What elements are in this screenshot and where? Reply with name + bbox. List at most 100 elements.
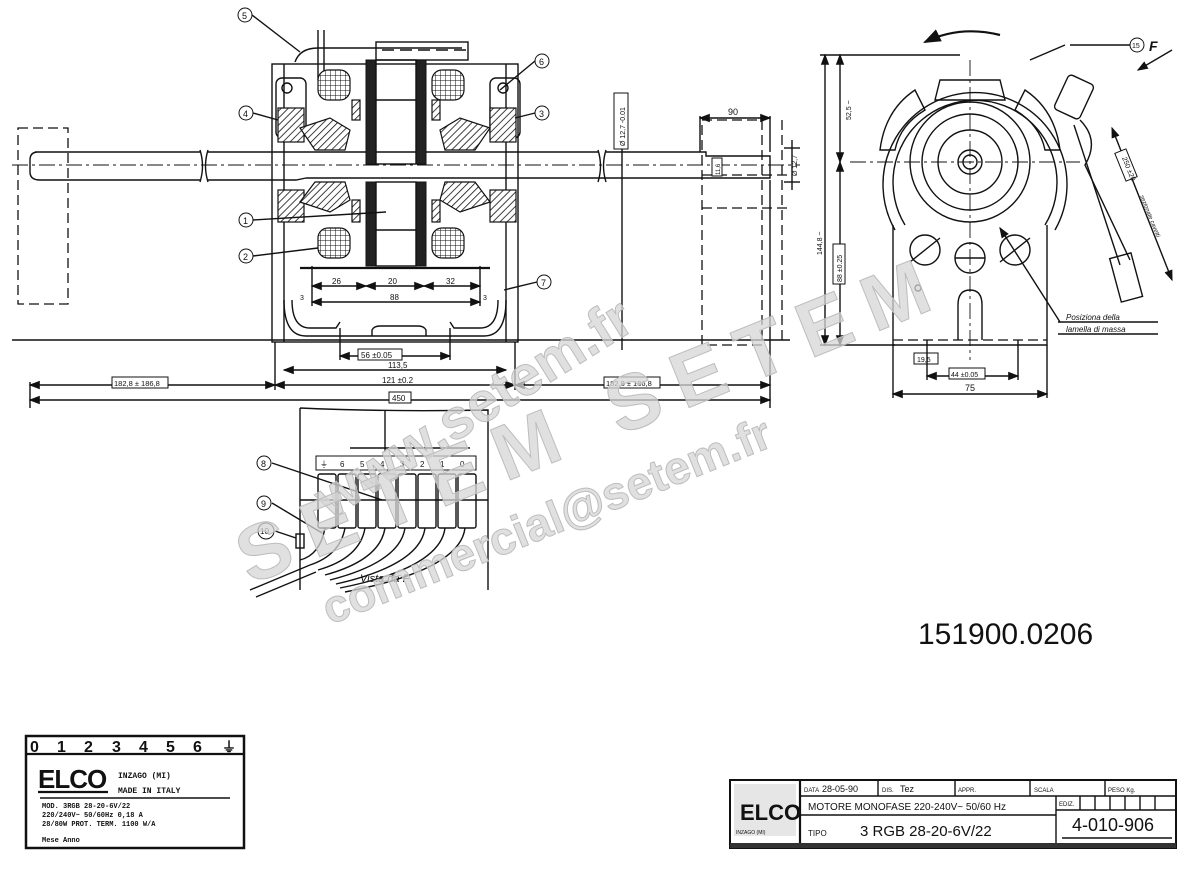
svg-text:5: 5: [166, 739, 175, 756]
svg-text:9: 9: [261, 499, 266, 509]
svg-text:5: 5: [242, 11, 247, 21]
svg-text:Ø 12,7: Ø 12,7: [792, 155, 799, 176]
svg-text:SCALA: SCALA: [1034, 788, 1054, 794]
svg-text:144,8 ~: 144,8 ~: [817, 231, 824, 255]
svg-text:26: 26: [332, 277, 341, 286]
svg-text:0: 0: [30, 739, 39, 756]
svg-text:DIS.: DIS.: [882, 788, 894, 794]
svg-text:5: 5: [360, 460, 365, 469]
svg-text:3: 3: [400, 460, 405, 469]
svg-text:0: 0: [460, 460, 465, 469]
bearing-right-bottom: [489, 189, 517, 223]
svg-text:TIPO: TIPO: [808, 829, 827, 838]
svg-text:3: 3: [483, 295, 487, 302]
svg-text:113,5: 113,5: [388, 361, 408, 370]
svg-text:28-05-90: 28-05-90: [822, 784, 858, 794]
svg-text:⏚: ⏚: [320, 460, 328, 469]
svg-text:6: 6: [340, 460, 345, 469]
terminal-block: [300, 473, 488, 529]
svg-text:2: 2: [243, 252, 248, 262]
svg-text:MOTORE MONOFASE 220-240V~ 5: MOTORE MONOFASE 220-240V~ 50/60 Hz: [808, 802, 1006, 813]
document-reference-number: 151900.0206: [918, 618, 1094, 651]
winding-bottom-left: [317, 227, 351, 259]
svg-text:4: 4: [380, 460, 385, 469]
side-view-callouts: 5 6 4 3 1 2 7: [237, 7, 552, 291]
svg-text:8: 8: [261, 459, 266, 469]
watermark: www.setem.fr SETEM SETEM commercial@sete…: [223, 235, 959, 635]
svg-text:1: 1: [440, 460, 445, 469]
winding-top-right: [431, 69, 465, 101]
svg-text:28/80W PROT. TERM. 1100 W/: 28/80W PROT. TERM. 1100 W/A: [42, 821, 156, 829]
svg-text:MADE IN ITALY: MADE IN ITALY: [118, 787, 181, 796]
svg-text:450: 450: [392, 394, 406, 403]
bearing-left-top: [277, 107, 305, 143]
svg-text:4: 4: [243, 109, 248, 119]
svg-text:3: 3: [300, 295, 304, 302]
svg-text:32: 32: [446, 277, 455, 286]
svg-text:2: 2: [84, 739, 93, 756]
svg-text:20: 20: [388, 277, 397, 286]
svg-text:3: 3: [112, 739, 121, 756]
svg-text:sezionate cavetti: sezionate cavetti: [1138, 195, 1161, 239]
svg-text:220/240V~ 50/60Hz 0,18 A: 220/240V~ 50/60Hz 0,18 A: [42, 812, 144, 820]
svg-text:52,5 ~: 52,5 ~: [846, 100, 853, 120]
svg-text:Ø 12,7 -0.01: Ø 12,7 -0.01: [620, 107, 627, 146]
svg-text:10: 10: [260, 527, 269, 536]
winding-bottom-right: [431, 227, 465, 259]
svg-text:88: 88: [390, 293, 399, 302]
svg-text:⏚: ⏚: [222, 739, 236, 755]
svg-text:15: 15: [1132, 43, 1140, 50]
terminal-number-strip: ⏚ 6 5 4 3 2 1 0: [320, 460, 465, 469]
nameplate-digit-row: 0 1 2 3 4 5 6 ⏚: [30, 739, 236, 756]
svg-text:3 RGB 28-20-6V/22: 3 RGB 28-20-6V/22: [860, 823, 992, 840]
title-block: ELCO INZAGO (MI) DATA 28-05-90 DIS. Tez …: [729, 779, 1177, 849]
svg-text:SETEM SETEM: SETEM SETEM: [223, 236, 958, 601]
svg-text:6: 6: [539, 57, 544, 67]
bearing-right-top: [489, 107, 517, 143]
left-fan-outline: [17, 127, 69, 305]
svg-text:88 ±0.25: 88 ±0.25: [837, 255, 844, 282]
svg-text:182,8 ± 186,8: 182,8 ± 186,8: [114, 379, 160, 388]
svg-text:6: 6: [193, 739, 202, 756]
svg-text:56 ±0.05: 56 ±0.05: [361, 351, 393, 360]
elco-title-logo: ELCO: [740, 800, 801, 825]
svg-text:lamella di massa: lamella di massa: [1066, 325, 1126, 334]
terminal-view: ⏚ 6 5 4 3 2 1 0 8 9 10: [249, 407, 489, 598]
drawing-number: 4-010-906: [1072, 815, 1155, 835]
svg-text:11,6: 11,6: [716, 163, 722, 175]
svg-text:121 ±0.2: 121 ±0.2: [382, 376, 414, 385]
winding-top-left: [317, 69, 351, 101]
nameplate: 0 1 2 3 4 5 6 ⏚ ELCO INZAGO (MI) MADE IN…: [24, 734, 246, 850]
svg-text:3: 3: [539, 109, 544, 119]
bearing-left-bottom: [277, 189, 305, 223]
terminal-wires: [299, 527, 466, 593]
svg-text:INZAGO (MI): INZAGO (MI): [736, 830, 766, 836]
svg-text:PESO Kg.: PESO Kg.: [1108, 788, 1136, 794]
svg-text:2: 2: [420, 460, 425, 469]
inner-dimensions: 26 20 32 88 3 3: [300, 266, 487, 307]
svg-text:Tez: Tez: [900, 784, 915, 794]
svg-text:19,5: 19,5: [917, 357, 931, 364]
svg-text:Mese Anno: Mese Anno: [42, 837, 80, 845]
svg-text:75: 75: [965, 383, 975, 393]
front-view: 15 F 250 ±20 sezionate cavetti Posiziona…: [817, 29, 1173, 399]
svg-text:APPR.: APPR.: [958, 788, 976, 794]
side-view: 26 20 32 88 3 3 56 ±0.05 113,5 182,8 ± 1…: [12, 7, 800, 408]
elco-logo: ELCO: [38, 764, 107, 794]
svg-text:44 ±0.05: 44 ±0.05: [951, 372, 978, 379]
svg-text:EDIZ.: EDIZ.: [1059, 802, 1075, 808]
svg-text:MOD. 3RGB 28-20-6V/22: MOD. 3RGB 28-20-6V/22: [42, 803, 130, 811]
svg-text:1: 1: [243, 216, 248, 226]
svg-text:1: 1: [57, 739, 66, 756]
svg-text:F: F: [1149, 38, 1158, 54]
shaft: [29, 151, 771, 181]
svg-text:182,8 ± 186,8: 182,8 ± 186,8: [606, 379, 652, 388]
svg-text:4: 4: [139, 739, 148, 756]
svg-text:90: 90: [728, 107, 738, 117]
base-bracket: [283, 299, 507, 337]
svg-text:7: 7: [541, 278, 546, 288]
svg-text:DATA: DATA: [804, 788, 819, 794]
svg-text:Posiziona della: Posiziona della: [1066, 313, 1120, 322]
svg-text:Vista da F: Vista da F: [360, 573, 411, 585]
